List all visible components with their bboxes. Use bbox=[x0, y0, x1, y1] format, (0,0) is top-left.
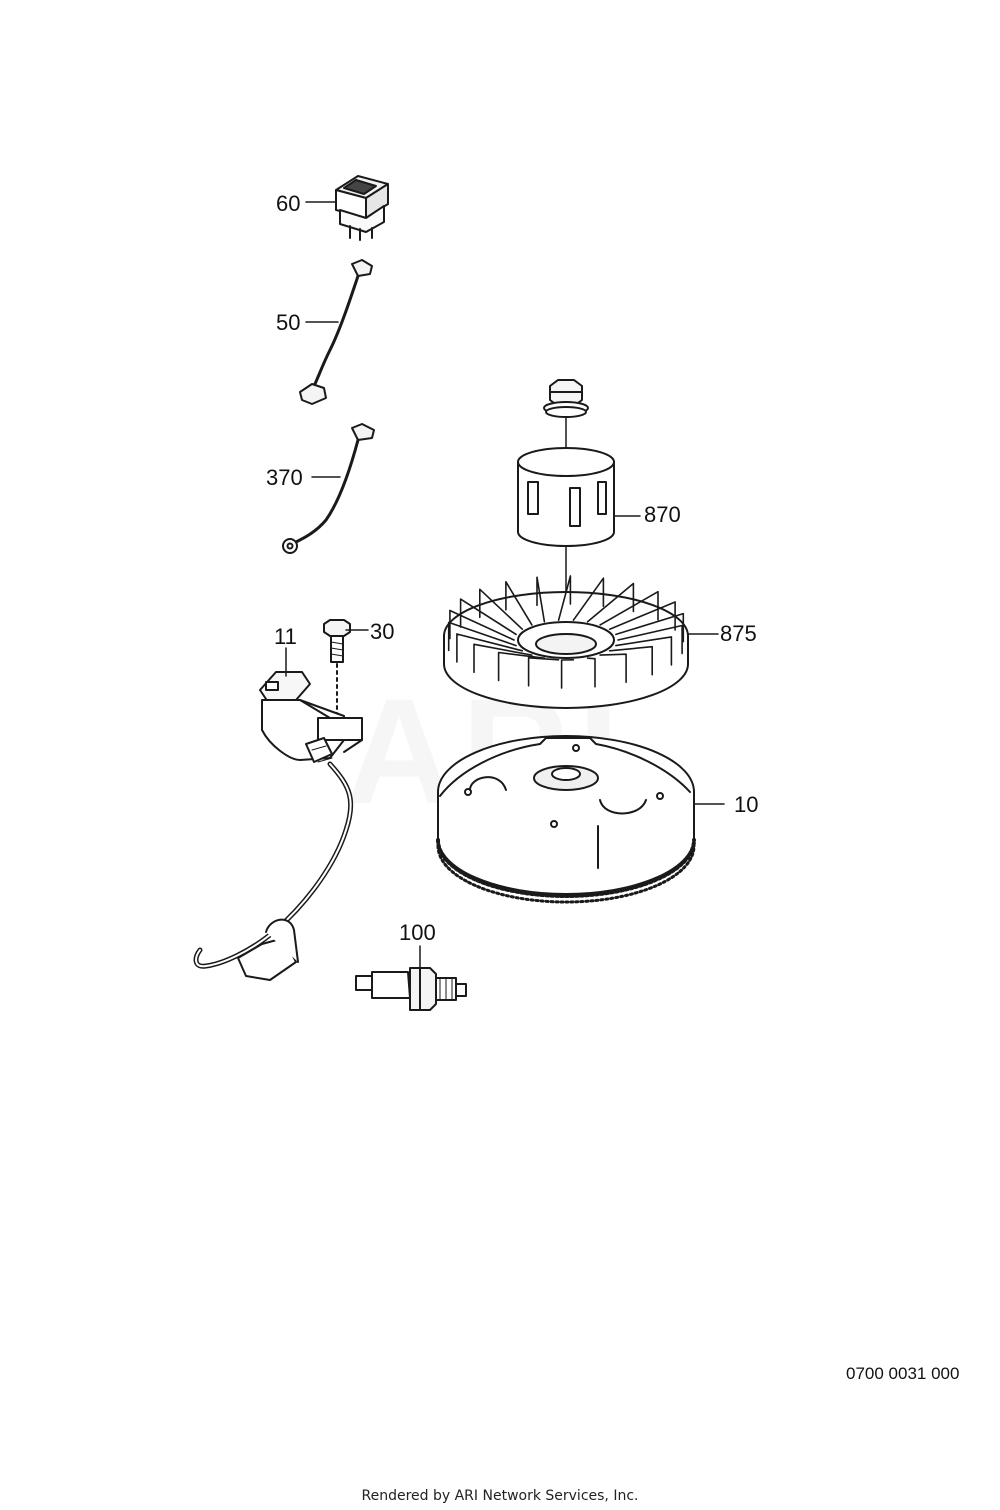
part-label-50: 50 bbox=[276, 310, 301, 335]
part-label-370: 370 bbox=[266, 465, 303, 490]
rocker-switch-part[interactable] bbox=[305, 175, 389, 241]
fan-blade bbox=[505, 581, 533, 626]
render-credit: Rendered by ARI Network Services, Inc. bbox=[361, 1488, 639, 1504]
part-label-60: 60 bbox=[276, 191, 301, 216]
starter-cup-part[interactable] bbox=[517, 447, 641, 547]
fan-blade bbox=[479, 588, 524, 630]
fan-blade bbox=[599, 653, 627, 683]
fan-blade bbox=[608, 601, 676, 631]
part-label-11: 11 bbox=[274, 624, 297, 649]
fan-blade bbox=[459, 598, 517, 636]
fan-blade bbox=[615, 612, 685, 643]
ground-wire-part[interactable] bbox=[282, 423, 375, 554]
fan-blade bbox=[449, 609, 515, 641]
document-number: 0700 0031 000 bbox=[846, 1364, 960, 1383]
fan-blade bbox=[497, 651, 546, 682]
fan-blade bbox=[560, 659, 575, 689]
fan-blade bbox=[536, 576, 546, 623]
fan-blade bbox=[615, 636, 673, 666]
wire-lead-part[interactable] bbox=[299, 259, 373, 405]
fan-blade bbox=[527, 657, 560, 687]
fan-blade bbox=[557, 575, 572, 621]
fan-blade bbox=[586, 657, 596, 688]
spark-plug-part[interactable] bbox=[355, 945, 467, 1011]
cooling-fan-part[interactable] bbox=[443, 575, 719, 709]
fan-blade bbox=[456, 633, 524, 663]
part-label-875: 875 bbox=[720, 621, 757, 646]
part-label-100: 100 bbox=[399, 920, 436, 945]
part-label-870: 870 bbox=[644, 502, 681, 527]
fan-blade bbox=[599, 590, 659, 626]
fan-blade bbox=[572, 577, 605, 621]
flywheel-part[interactable] bbox=[436, 735, 725, 904]
fan-blade bbox=[447, 621, 517, 652]
mounting-bolt-part[interactable] bbox=[323, 619, 369, 721]
fan-blade bbox=[473, 643, 533, 674]
part-label-30: 30 bbox=[370, 619, 395, 644]
ignition-coil-part[interactable] bbox=[193, 647, 363, 981]
fan-blade bbox=[617, 624, 683, 655]
fan-blade bbox=[608, 645, 653, 676]
flange-nut-part[interactable] bbox=[543, 379, 589, 418]
part-label-10: 10 bbox=[734, 792, 759, 817]
fan-blade bbox=[586, 582, 635, 623]
